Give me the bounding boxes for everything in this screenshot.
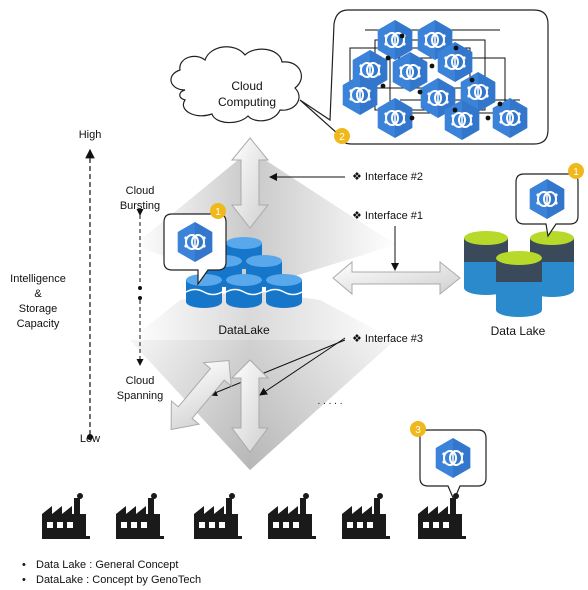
down-arrow: [230, 359, 270, 453]
data-lake-right-label: Data Lake: [491, 324, 546, 338]
interface-2-arrow: [230, 137, 270, 229]
cloud-bursting-line2: Bursting: [120, 200, 160, 212]
factory-icon: [116, 493, 164, 539]
cloud-bursting-line1: Cloud: [126, 185, 155, 197]
badge-2: [334, 128, 350, 144]
database-icon: [496, 251, 542, 317]
legend-notes: •Data Lake : General Concept •DataLake :…: [22, 558, 201, 588]
side-label-0: Intelligence: [10, 273, 66, 285]
interface-3-pointer-b: [209, 339, 346, 397]
factory-icon: [418, 493, 466, 539]
datalake-databases: [185, 237, 303, 308]
factory-ai-callout: [419, 429, 487, 502]
spanning-diagonal-arrow: [170, 359, 232, 431]
factory-icon: [42, 493, 90, 539]
factory-icon: [268, 493, 316, 539]
badge-3-label: 3: [415, 425, 421, 436]
data-lake-cylinders: [464, 231, 574, 317]
data-lake-ai-callout: [515, 173, 579, 238]
factories-row: [42, 493, 466, 539]
database-icon: [185, 274, 223, 308]
cloud-label-line2: Computing: [218, 95, 276, 109]
note-item: •Data Lake : General Concept: [22, 559, 179, 571]
database-icon: [225, 274, 263, 308]
cloud-spanning-line2: Spanning: [117, 390, 164, 402]
badge-1-center-label: 1: [215, 207, 221, 218]
axis-high-label: High: [79, 129, 102, 141]
factory-icon: [194, 493, 242, 539]
factory-icon: [342, 493, 390, 539]
axis-side-label: Intelligence & Storage Capacity: [10, 273, 66, 330]
badge-2-label: 2: [339, 132, 345, 143]
datalake-center-label: DataLake: [218, 323, 270, 337]
database-icon: [265, 274, 303, 308]
badge-1-right: [568, 163, 584, 179]
badge-1-right-label: 1: [573, 167, 579, 178]
note-text: Data Lake : General Concept: [36, 559, 179, 571]
ai-network-callout: [299, 9, 549, 145]
cloud-spanning-line1: Cloud: [126, 375, 155, 387]
spanning-dot: [138, 296, 142, 300]
cloud-label-line1: Cloud: [231, 79, 262, 93]
bursting-dot: [138, 286, 142, 290]
note-text: DataLake : Concept by GenoTech: [36, 574, 202, 586]
side-label-2: Storage: [19, 303, 58, 315]
interface-1-arrow: [332, 260, 461, 296]
interface-3-pointer-a: [259, 337, 346, 396]
datalake-ai-callout: [163, 213, 227, 286]
hierarchy-diamond: [130, 150, 395, 470]
axis-low-label: Low: [80, 433, 100, 445]
axis-low-dot: [87, 434, 93, 440]
side-label-3: Capacity: [17, 318, 60, 330]
note-item: •DataLake : Concept by GenoTech: [22, 574, 202, 586]
interface-2-label: ❖ Interface #2: [352, 171, 423, 183]
cloud-icon: [170, 46, 302, 124]
interface-3-label: ❖ Interface #3: [352, 333, 423, 345]
badge-1-center: [210, 203, 226, 219]
side-label-1: &: [34, 288, 42, 300]
interface-1-label: ❖ Interface #1: [352, 210, 423, 222]
ellipsis-label: . . . . .: [317, 396, 342, 407]
badge-3: [410, 421, 426, 437]
